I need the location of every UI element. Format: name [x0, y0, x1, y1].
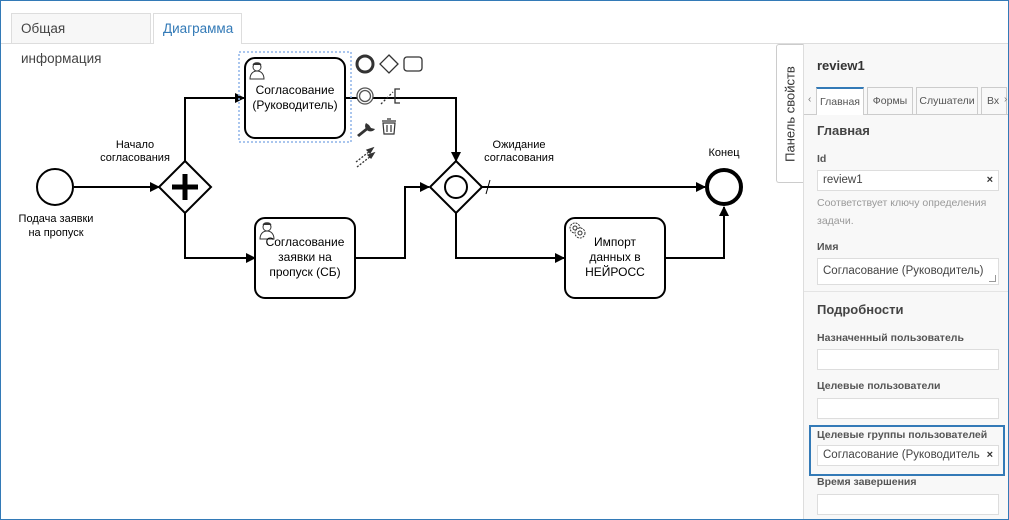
id-hint: Соответствует ключу определения задачи. — [817, 197, 987, 227]
tabs-scroll-right[interactable]: › — [1004, 94, 1008, 105]
properties-panel: review1 ‹ Главная Формы Слушатели Вх › Г… — [803, 44, 1008, 519]
event-gateway-label-1: Ожидание — [493, 139, 546, 151]
flow-security-to-eventgw[interactable] — [355, 182, 430, 259]
resize-handle[interactable] — [989, 275, 996, 282]
assignee-input[interactable] — [817, 349, 999, 370]
task-security-line-3: пропуск (СБ) — [269, 265, 340, 279]
flow-import-to-end[interactable] — [665, 206, 729, 259]
start-event[interactable]: Подача заявки на пропуск — [19, 168, 94, 239]
ptab-forms[interactable]: Формы — [867, 87, 913, 114]
flow-gateway-to-manager[interactable] — [184, 93, 245, 161]
candidate-users-label: Целевые пользователи — [817, 380, 941, 392]
name-value: Согласование (Руководитель) — [823, 265, 984, 277]
task-manager-line-2: (Руководитель) — [252, 98, 337, 112]
sequence-flows — [74, 93, 729, 263]
task-manager-approval[interactable]: Согласование (Руководитель) — [238, 51, 352, 143]
name-textarea[interactable]: Согласование (Руководитель) — [817, 258, 999, 285]
properties-tabs: ‹ Главная Формы Слушатели Вх › — [804, 84, 1008, 115]
flow-eventgw-to-import[interactable] — [455, 213, 565, 263]
default-flow-marker — [485, 179, 491, 195]
tabs-scroll-left[interactable]: ‹ — [808, 94, 812, 105]
parallel-gateway-label-1: Начало — [116, 139, 154, 151]
id-input[interactable]: review1 × — [817, 170, 999, 191]
due-date-input[interactable] — [817, 494, 999, 515]
start-event-label-1: Подача заявки — [19, 213, 94, 225]
append-end-event-icon[interactable] — [355, 54, 375, 74]
tab-bar: Общая информация Диаграмма — [1, 1, 1008, 66]
task-security-line-1: Согласование — [266, 235, 345, 249]
clear-candidate-groups-button[interactable]: × — [986, 449, 993, 461]
id-label: Id — [817, 153, 827, 165]
parallel-gateway[interactable]: Начало согласования — [100, 139, 213, 215]
highlight-outline — [809, 425, 1005, 476]
ptab-general[interactable]: Главная — [816, 87, 864, 115]
gear-icon — [569, 222, 586, 239]
end-event[interactable]: Конец — [705, 147, 743, 206]
candidate-groups-label: Целевые группы пользователей — [817, 429, 988, 441]
task-manager-line-1: Согласование — [256, 83, 335, 97]
start-event-label-2: на пропуск — [28, 227, 83, 239]
diagram-canvas[interactable]: Подача заявки на пропуск Начало согласов… — [1, 44, 776, 519]
append-gateway-icon[interactable] — [379, 54, 399, 74]
connect-icon[interactable] — [355, 146, 376, 168]
parallel-gateway-label-2: согласования — [100, 152, 170, 164]
section-details-title: Подробности — [817, 302, 904, 317]
ptab-listeners[interactable]: Слушатели — [916, 87, 978, 114]
candidate-groups-input[interactable]: Согласование (Руководитель × — [817, 445, 999, 466]
properties-panel-header: review1 ‹ Главная Формы Слушатели Вх › Г… — [804, 44, 1008, 159]
properties-panel-toggle-label: Панель свойств — [782, 65, 798, 162]
element-title: review1 — [817, 58, 865, 73]
selection-outline — [238, 51, 352, 143]
ptab-input[interactable]: Вх — [981, 87, 1007, 114]
user-icon — [249, 62, 265, 80]
event-based-gateway[interactable]: Ожидание согласования — [428, 139, 554, 215]
candidate-groups-value: Согласование (Руководитель — [823, 449, 980, 461]
append-task-icon[interactable] — [403, 56, 423, 72]
event-gateway-label-2: согласования — [484, 152, 554, 164]
append-intermediate-event-icon[interactable] — [356, 87, 374, 105]
name-label: Имя — [817, 241, 839, 253]
user-icon — [259, 222, 275, 240]
task-import-line-2: данных в — [589, 250, 640, 264]
task-security-approval[interactable]: Согласование заявки на пропуск (СБ) — [254, 217, 356, 299]
tab-diagram[interactable]: Диаграмма — [153, 13, 242, 44]
id-value: review1 — [823, 174, 863, 186]
properties-panel-toggle[interactable]: Панель свойств — [776, 44, 803, 183]
task-import-data[interactable]: Импорт данных в НЕЙРОСС — [564, 217, 666, 299]
task-import-line-3: НЕЙРОСС — [585, 264, 645, 279]
task-import-line-1: Импорт — [594, 235, 636, 249]
assignee-label: Назначенный пользователь — [817, 332, 964, 344]
plus-icon — [172, 174, 198, 200]
trash-icon[interactable] — [382, 118, 396, 135]
tab-general-info[interactable]: Общая информация — [11, 13, 151, 66]
flow-manager-to-eventgw[interactable] — [345, 97, 461, 162]
section-general-title: Главная — [817, 123, 870, 138]
section-divider — [804, 291, 1008, 292]
end-event-label: Конец — [708, 147, 740, 159]
clear-id-button[interactable]: × — [986, 174, 993, 186]
append-annotation-icon[interactable] — [380, 88, 400, 105]
flow-gateway-to-security[interactable] — [184, 213, 256, 263]
candidate-users-input[interactable] — [817, 398, 999, 419]
wrench-icon[interactable] — [357, 123, 375, 137]
task-security-line-2: заявки на — [278, 250, 332, 264]
due-date-label: Время завершения — [817, 476, 917, 488]
context-pad — [355, 54, 423, 168]
